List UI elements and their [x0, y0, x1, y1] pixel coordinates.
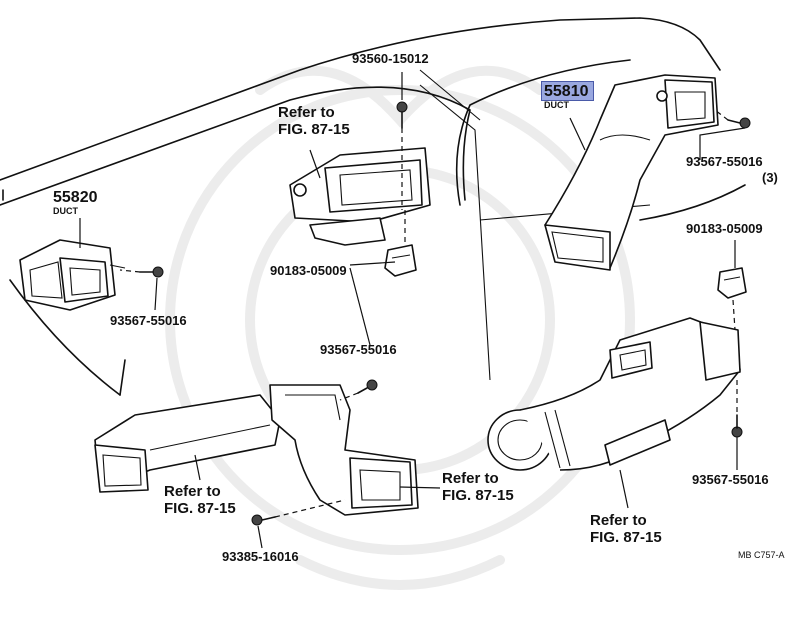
label-screw-93560-15012[interactable]: 93560-15012: [352, 51, 429, 66]
center-vent: [289, 147, 431, 246]
label-screw-right-top-qty: (3): [762, 170, 778, 185]
label-screw-right-bottom[interactable]: 93567-55016: [692, 472, 769, 487]
leader-lines: [79, 72, 746, 549]
refer-label-2-line1: Refer to: [164, 483, 221, 500]
label-clip-center[interactable]: 90183-05009: [270, 263, 347, 278]
refer-label-1-line1: Refer to: [278, 104, 335, 121]
screw-center: [357, 379, 378, 394]
screw-left: [139, 266, 164, 278]
screw-93560-15012: [396, 101, 408, 129]
duct-lower-left: [94, 384, 419, 516]
refer-label-4-line2: FIG. 87-15: [590, 529, 662, 546]
duct-55820: [19, 239, 126, 311]
duct-lower-right: [487, 317, 741, 471]
label-screw-left[interactable]: 93567-55016: [110, 313, 187, 328]
label-clip-right[interactable]: 90183-05009: [686, 221, 763, 236]
duct-55820-name: DUCT: [53, 206, 78, 216]
label-screw-93385-16016[interactable]: 93385-16016: [222, 549, 299, 564]
refer-label-1-line2: FIG. 87-15: [278, 121, 350, 138]
refer-label-4[interactable]: Refer to FIG. 87-15: [590, 512, 662, 546]
screw-right-bottom: [731, 414, 743, 438]
label-screw-center[interactable]: 93567-55016: [320, 342, 397, 357]
refer-label-2-line2: FIG. 87-15: [164, 500, 236, 517]
label-duct-55820[interactable]: 55820 DUCT: [53, 190, 98, 216]
duct-55810-number: 55810: [544, 83, 589, 100]
screw-right-top: [727, 117, 751, 129]
refer-label-3-line2: FIG. 87-15: [442, 487, 514, 504]
refer-label-1[interactable]: Refer to FIG. 87-15: [278, 104, 350, 138]
duct-55810-highlight: 55810: [541, 81, 594, 101]
duct-55820-number: 55820: [53, 189, 98, 206]
screw-93385-16016: [251, 514, 276, 526]
refer-label-3[interactable]: Refer to FIG. 87-15: [442, 470, 514, 504]
refer-label-4-line1: Refer to: [590, 512, 647, 529]
refer-label-3-line1: Refer to: [442, 470, 499, 487]
figure-code: MB C757-A: [738, 550, 785, 560]
duct-55810-name: DUCT: [544, 100, 569, 110]
label-screw-right-top[interactable]: 93567-55016: [686, 154, 763, 169]
label-duct-55810[interactable]: 55810 DUCT: [541, 81, 594, 110]
clip-right: [717, 267, 747, 299]
duct-55810: [544, 74, 719, 271]
clip-center: [384, 244, 417, 277]
refer-label-2[interactable]: Refer to FIG. 87-15: [164, 483, 236, 517]
